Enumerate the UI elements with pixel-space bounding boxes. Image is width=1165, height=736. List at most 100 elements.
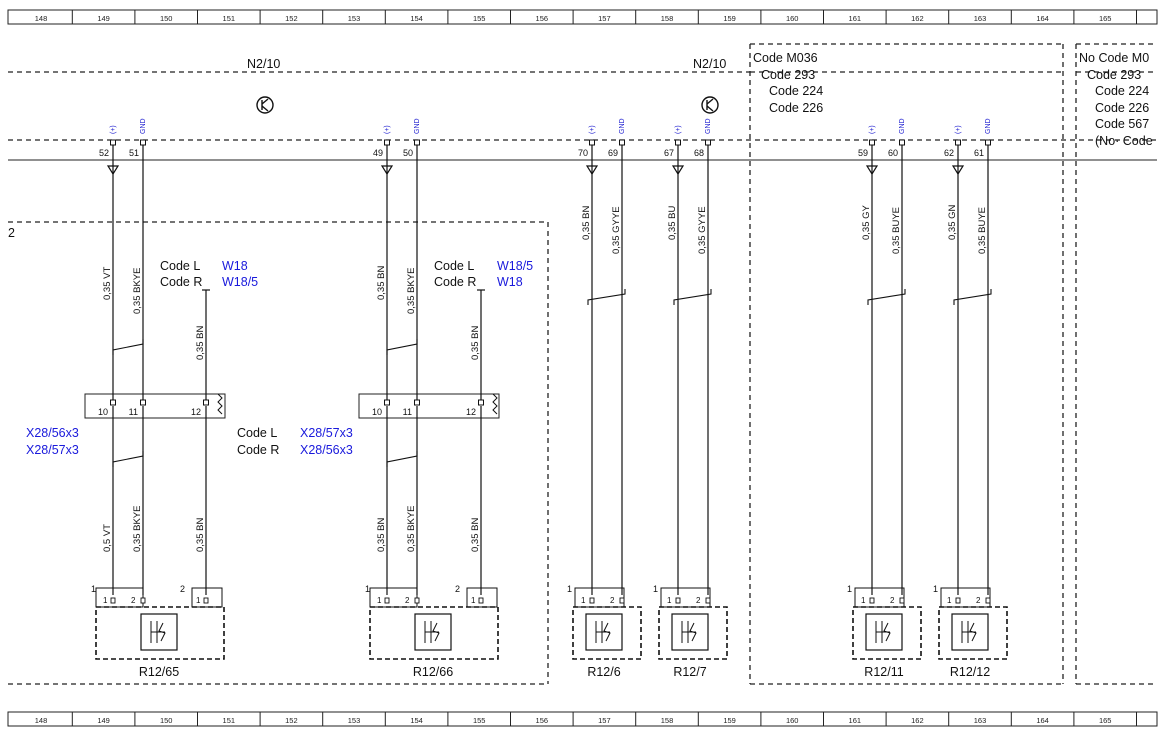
wire-label: 0,35 BUYE — [977, 207, 988, 254]
signal-label: GND — [899, 118, 906, 134]
pin-terminal — [899, 597, 905, 604]
pin-terminal — [384, 597, 390, 604]
pin-terminal — [899, 139, 905, 146]
connector-strip — [358, 393, 500, 419]
transistor-icon — [701, 96, 719, 114]
twist-mark — [112, 451, 144, 467]
ruler-number: 154 — [410, 14, 423, 23]
ruler-number: 151 — [223, 14, 236, 23]
pin-number: 1 — [91, 584, 96, 594]
connector-ref: X28/56x3 — [300, 443, 353, 457]
pin-terminal — [985, 139, 991, 146]
circuits: (+)52GND51(+)49GND50(+)70GND69(+)67GND68… — [91, 118, 1008, 679]
sensor-box — [369, 606, 499, 660]
wire-label: 0,35 BKYE — [406, 268, 417, 314]
pin-terminal — [110, 597, 116, 604]
wire-label: 0,35 BKYE — [132, 268, 143, 314]
ruler-number: 155 — [473, 716, 486, 725]
code-label: Code 293 — [761, 68, 815, 82]
sensor-icon — [875, 621, 891, 643]
code-label: Code 226 — [1095, 101, 1149, 115]
ruler-number: 157 — [598, 14, 611, 23]
pin-number: 59 — [858, 148, 868, 158]
ruler-number: 152 — [285, 716, 298, 725]
shield-icon — [492, 393, 498, 415]
signal-label: (+) — [110, 125, 117, 134]
ruler-number: 161 — [849, 14, 862, 23]
control-unit-frame — [8, 43, 1157, 685]
twist-mark — [386, 339, 418, 355]
pin-number: 12 — [191, 407, 201, 417]
transistor-icon — [256, 96, 274, 114]
pin-number: 1 — [667, 596, 672, 605]
sensor-box — [852, 606, 922, 660]
connector-housing — [854, 587, 905, 608]
ruler-number: 148 — [35, 14, 48, 23]
pin-number: 2 — [610, 596, 615, 605]
component-label: R12/65 — [139, 665, 179, 679]
signal-label: GND — [414, 118, 421, 134]
pin-number: 1 — [847, 584, 852, 594]
sensor-box — [938, 606, 1008, 660]
code-label: Code M036 — [753, 51, 818, 65]
pin-terminal — [705, 597, 711, 604]
ruler-number: 165 — [1099, 14, 1112, 23]
twist-mark — [386, 451, 418, 467]
sensor-box — [95, 606, 225, 660]
code-label: Code 224 — [1095, 84, 1149, 98]
wire-label: 0,5 VT — [102, 524, 113, 552]
pin-terminal — [140, 139, 146, 146]
wire-label: 0,35 GYYE — [697, 206, 708, 254]
twist-mark — [587, 289, 626, 305]
pin-number: 70 — [578, 148, 588, 158]
pin-number: 68 — [694, 148, 704, 158]
wire-label: 0,35 BUYE — [891, 207, 902, 254]
twist-mark — [673, 289, 712, 305]
ruler-number: 163 — [974, 716, 987, 725]
sensor-icon — [595, 621, 611, 643]
pin-number: 2 — [696, 596, 701, 605]
ruler-number: 157 — [598, 716, 611, 725]
ruler-number: 148 — [35, 716, 48, 725]
connector-strip — [84, 393, 226, 419]
pin-number: 1 — [861, 596, 866, 605]
pin-number: 1 — [365, 584, 370, 594]
sensor-icon — [140, 613, 178, 651]
ruler-number: 158 — [661, 14, 674, 23]
pin-number: 1 — [933, 584, 938, 594]
ruler-number: 156 — [536, 14, 549, 23]
ruler-number: 162 — [911, 14, 924, 23]
control-unit-label: N2/10 — [693, 57, 726, 71]
component-label: R12/11 — [864, 665, 903, 679]
sensor-icon — [150, 621, 166, 643]
pin-terminal — [414, 399, 420, 406]
signal-label: GND — [985, 118, 992, 134]
component-label: R12/12 — [950, 665, 990, 679]
pin-terminal — [675, 597, 681, 604]
pin-terminal — [414, 597, 420, 604]
pin-number: 1 — [196, 596, 201, 605]
wire-label: 0,35 BN — [581, 206, 592, 240]
connector-ref: X28/56x3 — [26, 426, 79, 440]
wire-label: 0,35 GY — [861, 204, 872, 240]
fragment-label: 2 — [8, 226, 15, 240]
pin-number: 2 — [455, 584, 460, 594]
ground-ref: W18/5 — [497, 259, 533, 273]
pin-terminal — [985, 597, 991, 604]
pin-number: 52 — [99, 148, 109, 158]
sensor-box — [658, 606, 728, 660]
ruler-number: 160 — [786, 14, 799, 23]
pin-terminal — [140, 399, 146, 406]
ruler-number: 163 — [974, 14, 987, 23]
pin-number: 10 — [98, 407, 108, 417]
signal-label: (+) — [955, 125, 962, 134]
pin-number: 50 — [403, 148, 413, 158]
ruler-number: 162 — [911, 716, 924, 725]
wire-label: 0,35 VT — [102, 267, 113, 300]
ruler-number: 165 — [1099, 716, 1112, 725]
shield-icon — [217, 393, 223, 415]
pin-terminal — [619, 139, 625, 146]
pin-number: 1 — [471, 596, 476, 605]
